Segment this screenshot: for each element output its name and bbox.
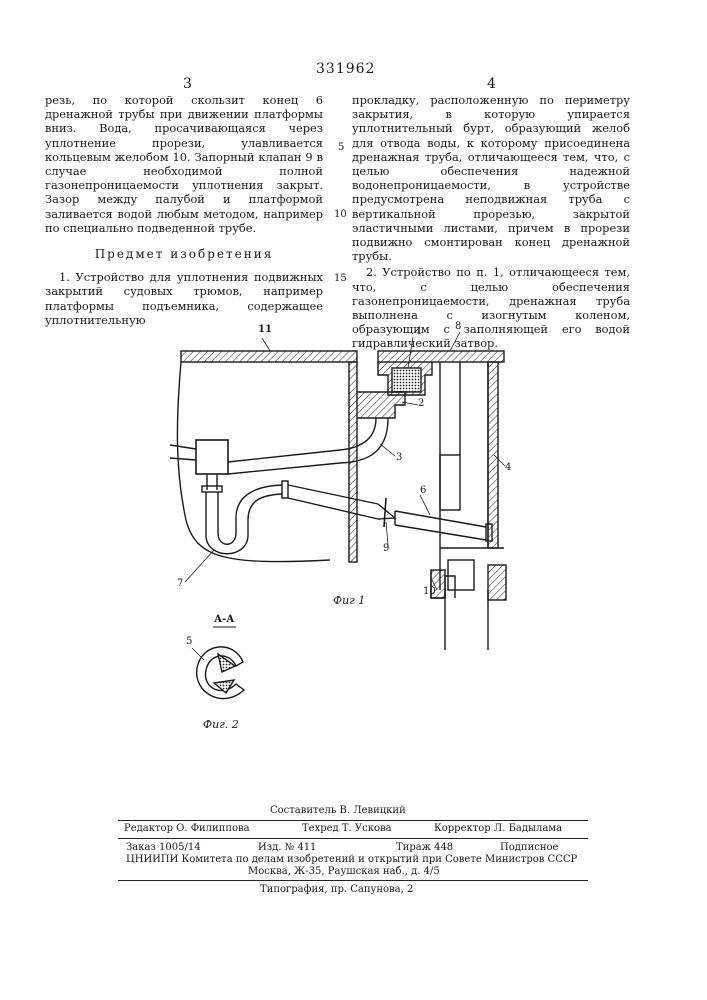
hull-outline: [177, 362, 330, 562]
label-1: 1: [416, 326, 422, 337]
section-mark: А-А: [214, 614, 234, 625]
footer-corrector: Корректор Л. Бадылама: [434, 823, 562, 834]
seal-flange: [357, 392, 405, 418]
deck-plate: [181, 351, 357, 362]
fixed-pipe-wall: [488, 362, 498, 548]
valve-body: [196, 440, 228, 474]
footer-order: Заказ 1005/14: [126, 842, 201, 853]
footer-subscription: Подписное: [500, 842, 558, 853]
label-11: 11: [258, 324, 272, 335]
label-5: 5: [186, 636, 192, 647]
figure-1-caption: Фиг 1: [333, 594, 365, 607]
footer-rule-bottom: [118, 880, 588, 881]
label-9: 9: [383, 543, 389, 554]
footer-print-run: Тираж 448: [396, 842, 453, 853]
footer-address: Москва, Ж-35, Раушская наб., д. 4/5: [248, 866, 440, 877]
footer-typography: Типография, пр. Сапунова, 2: [260, 884, 413, 895]
footer-institute: ЦНИИПИ Комитета по делам изобретений и о…: [126, 854, 577, 865]
figure-2-caption: Фиг. 2: [203, 718, 239, 731]
label-10: 10: [423, 586, 436, 597]
figure-2: [192, 627, 244, 699]
platform-plate: [378, 351, 504, 362]
label-6: 6: [420, 485, 426, 496]
seal-gasket: [392, 368, 421, 392]
label-2: 2: [418, 398, 424, 409]
footer-rule-top: [118, 820, 588, 821]
footer-edition: Изд. № 411: [258, 842, 316, 853]
footer-rule-mid: [118, 838, 588, 839]
footer-techred: Техред Т. Ускова: [302, 823, 392, 834]
label-4: 4: [505, 462, 511, 473]
label-8: 8: [455, 321, 461, 332]
footer-editor: Редактор О. Филиппова: [124, 823, 250, 834]
footer-compiler: Составитель В. Левицкий: [270, 805, 570, 816]
label-3: 3: [396, 452, 402, 463]
label-7: 7: [177, 578, 183, 589]
